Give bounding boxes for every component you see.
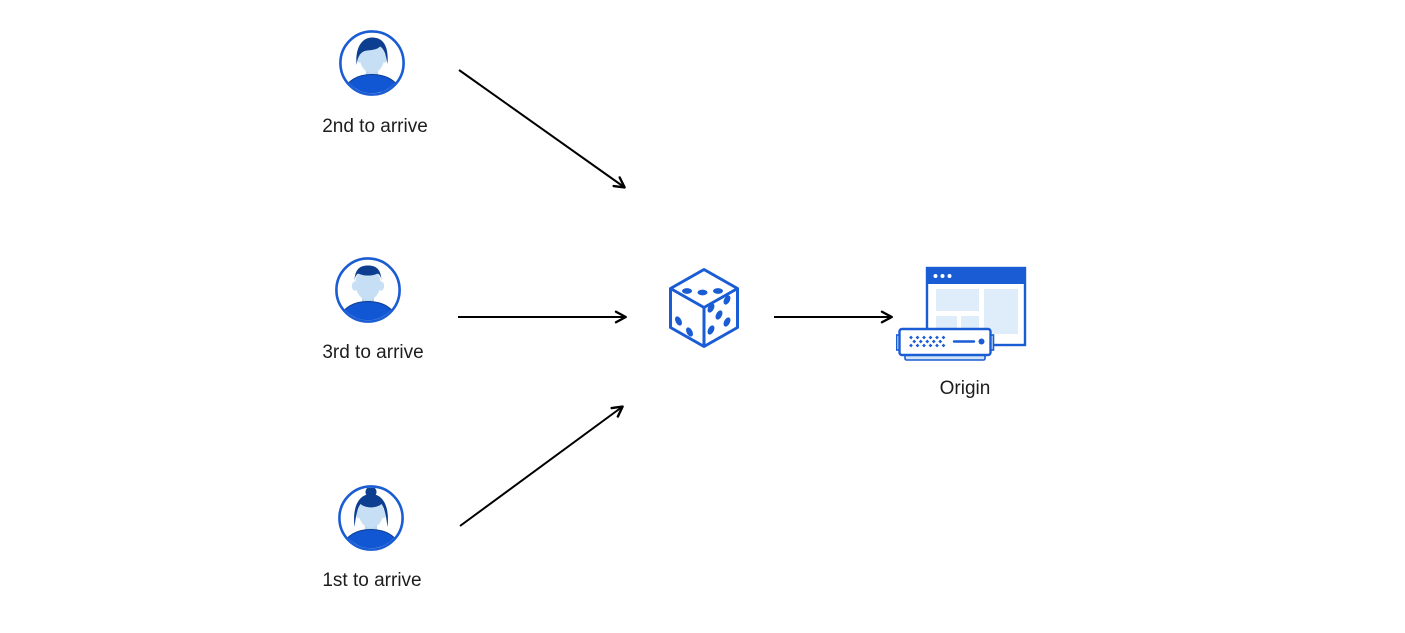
visitor-top-label: 2nd to arrive <box>322 116 428 137</box>
node-randomizer-dice <box>667 266 741 355</box>
node-origin <box>895 258 1028 367</box>
origin-server-icon <box>895 266 1027 361</box>
node-visitor-bottom <box>336 483 406 558</box>
arrow-visitor-top-to-dice <box>458 69 626 189</box>
arrow-visitor-bottom-to-dice <box>459 405 624 527</box>
origin-label: Origin <box>939 378 991 399</box>
female-avatar-icon <box>338 485 404 551</box>
visitor-middle-label: 3rd to arrive <box>322 342 424 363</box>
visitor-bottom-label: 1st to arrive <box>322 570 422 591</box>
male-avatar-icon <box>335 257 401 323</box>
node-visitor-top <box>337 28 407 103</box>
node-visitor-middle <box>333 255 403 330</box>
dice-icon <box>669 268 739 348</box>
male-avatar-icon <box>339 30 405 96</box>
